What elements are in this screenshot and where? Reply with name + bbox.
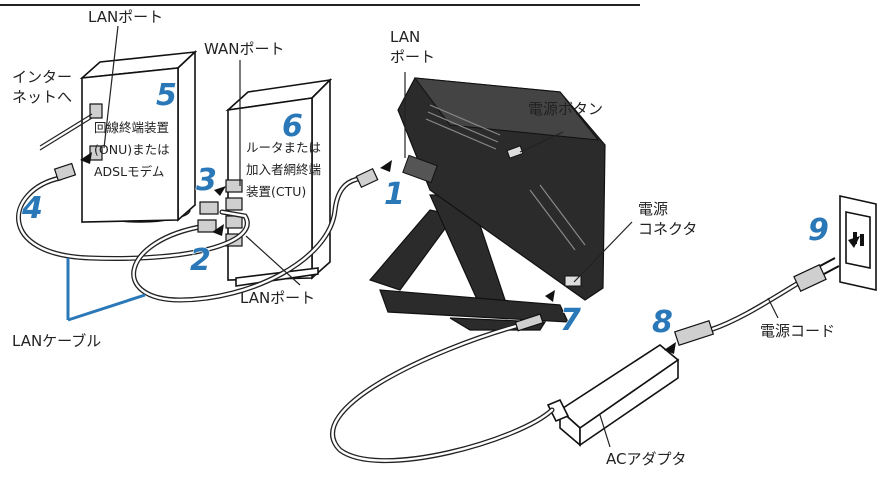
onu-text-line2: (ONU)または bbox=[94, 142, 170, 157]
step-4: 4 bbox=[21, 191, 43, 226]
ac-plug-9 bbox=[793, 264, 827, 292]
leader-power-connector bbox=[573, 221, 633, 283]
lan-plug-2 bbox=[197, 219, 217, 233]
label-power-connector-line2: コネクタ bbox=[638, 220, 697, 238]
dc-plug-7 bbox=[514, 313, 544, 332]
dc-cord-inner bbox=[331, 323, 554, 462]
arrow-4 bbox=[80, 152, 92, 164]
leader-power-cord bbox=[767, 297, 779, 319]
wall-outlet bbox=[839, 195, 877, 291]
leader-power-button bbox=[519, 131, 564, 153]
arrow-9 bbox=[848, 236, 860, 248]
lan-cable-callout bbox=[66, 258, 146, 322]
onu-lan-port bbox=[89, 145, 103, 161]
arrow-8 bbox=[664, 342, 676, 354]
onu-text-line1: 回線終端装置 bbox=[94, 120, 169, 135]
pc-stand-base bbox=[379, 289, 569, 323]
step-5: 5 bbox=[156, 78, 177, 113]
adapter-side bbox=[579, 358, 679, 447]
arrow-2 bbox=[212, 224, 224, 236]
arrow-3 bbox=[214, 186, 226, 196]
label-internet-line2: ネットへ bbox=[12, 88, 72, 106]
step-1: 1 bbox=[384, 177, 405, 212]
step-6: 6 bbox=[282, 109, 303, 144]
label-lan-port-pc-line1: LAN bbox=[390, 28, 420, 46]
ac-adapter-device bbox=[546, 344, 680, 447]
lan-cable-a-inner bbox=[17, 176, 249, 260]
leader-ac-adapter bbox=[599, 414, 611, 448]
label-wan-port: WANポート bbox=[204, 40, 285, 58]
label-power-button: 電源ボタン bbox=[528, 100, 603, 118]
step-8: 8 bbox=[652, 305, 673, 340]
lan-plug-3 bbox=[199, 201, 219, 215]
step-2: 2 bbox=[190, 243, 211, 278]
arrow-1 bbox=[380, 160, 392, 172]
leader-lines bbox=[103, 25, 779, 448]
ac-cord-inner bbox=[708, 280, 802, 332]
lan-plug-1 bbox=[355, 167, 379, 189]
pc-power-button bbox=[506, 145, 524, 159]
step-9: 9 bbox=[808, 213, 829, 248]
router-text-line1: ルータまたは bbox=[246, 140, 321, 155]
internet-line bbox=[39, 117, 93, 151]
cables bbox=[16, 113, 803, 464]
router-text-line3: 装置(CTU) bbox=[246, 184, 306, 199]
insert-arrows bbox=[80, 152, 860, 354]
onu-wan-port bbox=[89, 103, 103, 119]
ac-connector-8 bbox=[673, 320, 715, 346]
label-lan-port-top: LANポート bbox=[88, 8, 163, 26]
pc-device bbox=[368, 77, 606, 331]
callout-line-b bbox=[67, 293, 146, 322]
step-7: 7 bbox=[560, 303, 581, 338]
arrow-7 bbox=[545, 290, 555, 302]
internet-line-2 bbox=[39, 113, 93, 147]
onu-side bbox=[177, 50, 196, 222]
pc-power-connector bbox=[564, 275, 582, 287]
label-power-connector-line1: 電源 bbox=[638, 200, 668, 218]
plug-prong-2 bbox=[823, 265, 840, 275]
router-text-line2: 加入者網終端 bbox=[246, 162, 321, 177]
step-3: 3 bbox=[196, 163, 217, 198]
outlet-slot-2 bbox=[860, 234, 864, 246]
pc-vent-lines bbox=[425, 104, 586, 251]
label-lan-port-bottom: LANポート bbox=[240, 289, 315, 307]
router-device bbox=[225, 78, 333, 287]
onu-front bbox=[81, 67, 179, 223]
label-power-cord: 電源コード bbox=[760, 322, 835, 340]
label-ac-adapter: ACアダプタ bbox=[606, 450, 686, 468]
leader-lan-port-bottom bbox=[245, 235, 301, 286]
label-internet-line1: インター bbox=[12, 68, 72, 86]
onu-device bbox=[79, 50, 198, 223]
plug-prong-1 bbox=[819, 257, 836, 267]
leader-lan-port-top bbox=[103, 25, 119, 149]
plugs bbox=[53, 162, 840, 346]
router-lan-port-1 bbox=[225, 197, 243, 211]
label-lan-cable: LANケーブル bbox=[12, 332, 101, 350]
pc-body-top bbox=[413, 77, 600, 141]
router-lan-port-2 bbox=[225, 215, 243, 229]
lan-plug-4 bbox=[53, 162, 77, 182]
pc-port-block bbox=[402, 154, 438, 184]
lan-cable-b-inner bbox=[132, 176, 364, 302]
label-lan-port-pc-line2: ポート bbox=[390, 48, 435, 66]
onu-text-line3: ADSLモデム bbox=[94, 164, 164, 179]
adapter-strain-relief bbox=[546, 398, 570, 423]
